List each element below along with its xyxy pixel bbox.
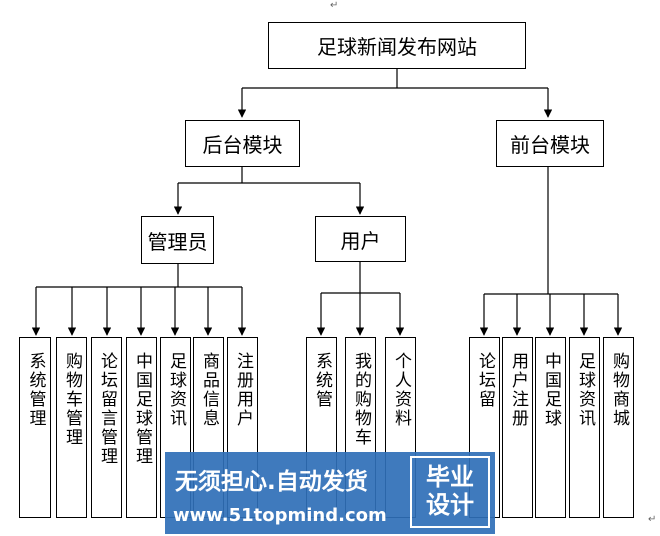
node-label: 中国足球	[541, 352, 561, 428]
node-label: 商品信息	[199, 352, 219, 428]
watermark-slogan: 无须担心.自动发货	[175, 469, 368, 495]
node-label: 中国足球管理	[132, 352, 152, 466]
front-item-mall: 购物商城	[603, 337, 634, 518]
watermark-url: www.51topmind.com	[173, 505, 387, 526]
node-label: 我的购物车	[351, 352, 371, 447]
root-node: 足球新闻发布网站	[268, 22, 526, 69]
node-label: 注册用户	[233, 352, 253, 428]
admin-item-forum: 论坛留言管理	[91, 337, 122, 518]
node-label: 足球资讯	[166, 352, 186, 428]
node-label: 购物车管理	[62, 352, 82, 447]
node-label: 个人资料	[391, 352, 411, 428]
badge-line: 毕业	[426, 463, 474, 492]
watermark-banner	[165, 452, 495, 534]
user-node: 用户	[315, 216, 406, 262]
watermark-badge: 毕业 设计	[410, 456, 490, 528]
backend-node: 后台模块	[185, 120, 300, 167]
node-label: 用户注册	[508, 352, 528, 428]
paragraph-mark: ↵	[648, 514, 657, 525]
admin-item-china-football: 中国足球管理	[126, 337, 157, 518]
paragraph-mark: ↵	[330, 0, 339, 11]
front-item-china-football: 中国足球	[535, 337, 566, 518]
badge-line: 设计	[426, 491, 474, 519]
node-label: 购物商城	[609, 352, 629, 428]
node-label: 论坛留	[475, 352, 495, 409]
node-label: 系统管理	[25, 352, 46, 428]
node-label: 系统管	[312, 352, 332, 409]
front-item-news: 足球资讯	[569, 337, 600, 518]
node-label: 论坛留言管理	[97, 352, 117, 466]
front-item-register: 用户注册	[502, 337, 533, 518]
node-label: 足球资讯	[575, 352, 595, 428]
admin-item-system: 系统管理	[19, 337, 51, 518]
admin-item-cart: 购物车管理	[56, 337, 87, 518]
frontend-node: 前台模块	[496, 120, 604, 167]
admin-node: 管理员	[141, 216, 214, 264]
